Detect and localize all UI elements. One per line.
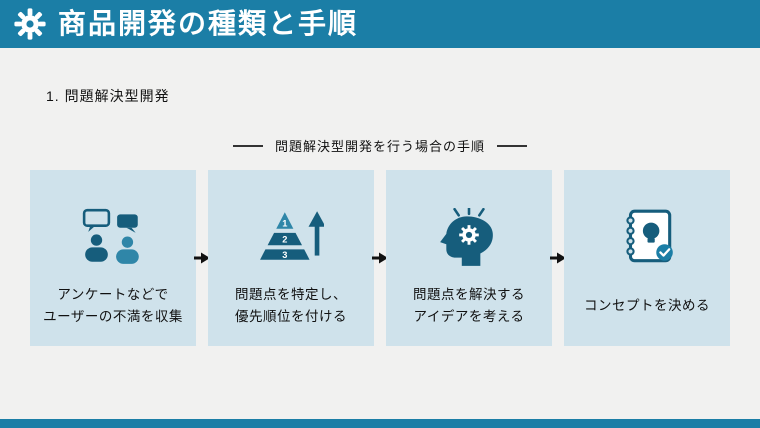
step-card-3: 問題点を解決する アイデアを考える xyxy=(386,170,552,346)
feedback-people-icon xyxy=(80,170,146,266)
step-card-2: 1 2 3 問題点を特定し、 優先順位を付ける xyxy=(208,170,374,346)
step-card-4: コンセプトを決める xyxy=(564,170,730,346)
subtitle-text: 問題解決型開発を行う場合の手順 xyxy=(274,139,485,154)
step-card-1: アンケートなどで ユーザーの不満を収集 xyxy=(30,170,196,346)
subtitle-dash-right xyxy=(497,144,527,147)
arrow-right-icon xyxy=(550,250,566,266)
concept-notebook-icon xyxy=(614,170,680,266)
step-label: 問題点を解決する アイデアを考える xyxy=(413,287,525,324)
arrow-right-icon xyxy=(194,250,210,266)
idea-head-icon xyxy=(436,170,502,266)
pyramid-level-1: 1 xyxy=(282,219,287,229)
page-title: 商品開発の種類と手順 xyxy=(58,8,359,39)
step-label: 問題点を特定し、 優先順位を付ける xyxy=(235,287,347,324)
step-label: コンセプトを決める xyxy=(584,298,710,314)
arrow-right-icon xyxy=(372,250,388,266)
subtitle-dash-left xyxy=(232,144,263,147)
gear-icon xyxy=(14,8,46,40)
header-bar: 商品開発の種類と手順 xyxy=(0,0,760,48)
pyramid-level-3: 3 xyxy=(282,250,287,260)
steps-row: アンケートなどで ユーザーの不満を収集 1 2 3 xyxy=(30,170,730,346)
section-label: 1. 問題解決型開発 xyxy=(46,88,170,104)
pyramid-level-2: 2 xyxy=(282,235,287,245)
priority-pyramid-icon: 1 2 3 xyxy=(258,170,324,266)
footer-accent-bar xyxy=(0,419,760,428)
subtitle: 問題解決型開発を行う場合の手順 xyxy=(0,136,760,155)
step-label: アンケートなどで ユーザーの不満を収集 xyxy=(43,287,183,324)
